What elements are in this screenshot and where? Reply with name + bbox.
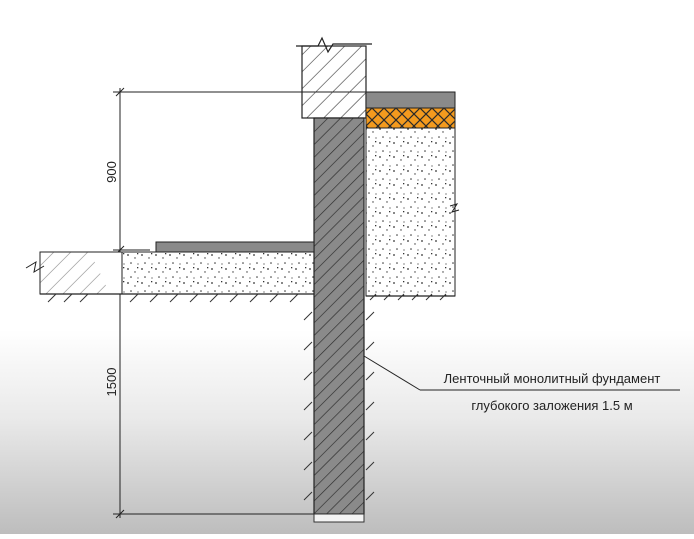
dimension-1500-label: 1500	[104, 368, 119, 397]
brick-wall	[296, 36, 372, 119]
ground-hatch-left	[303, 311, 313, 501]
blind-area	[25, 241, 315, 295]
ground-hatch-bottom	[47, 293, 299, 303]
strip-foundation	[313, 117, 365, 523]
callout-line-2: глубокого заложения 1.5 м	[471, 398, 632, 413]
callout-leader	[363, 355, 680, 391]
ground-hatch-right	[365, 293, 447, 501]
floor-layers	[365, 91, 460, 297]
dimension-900-label: 900	[104, 161, 119, 183]
callout-line-1: Ленточный монолитный фундамент	[444, 371, 661, 386]
